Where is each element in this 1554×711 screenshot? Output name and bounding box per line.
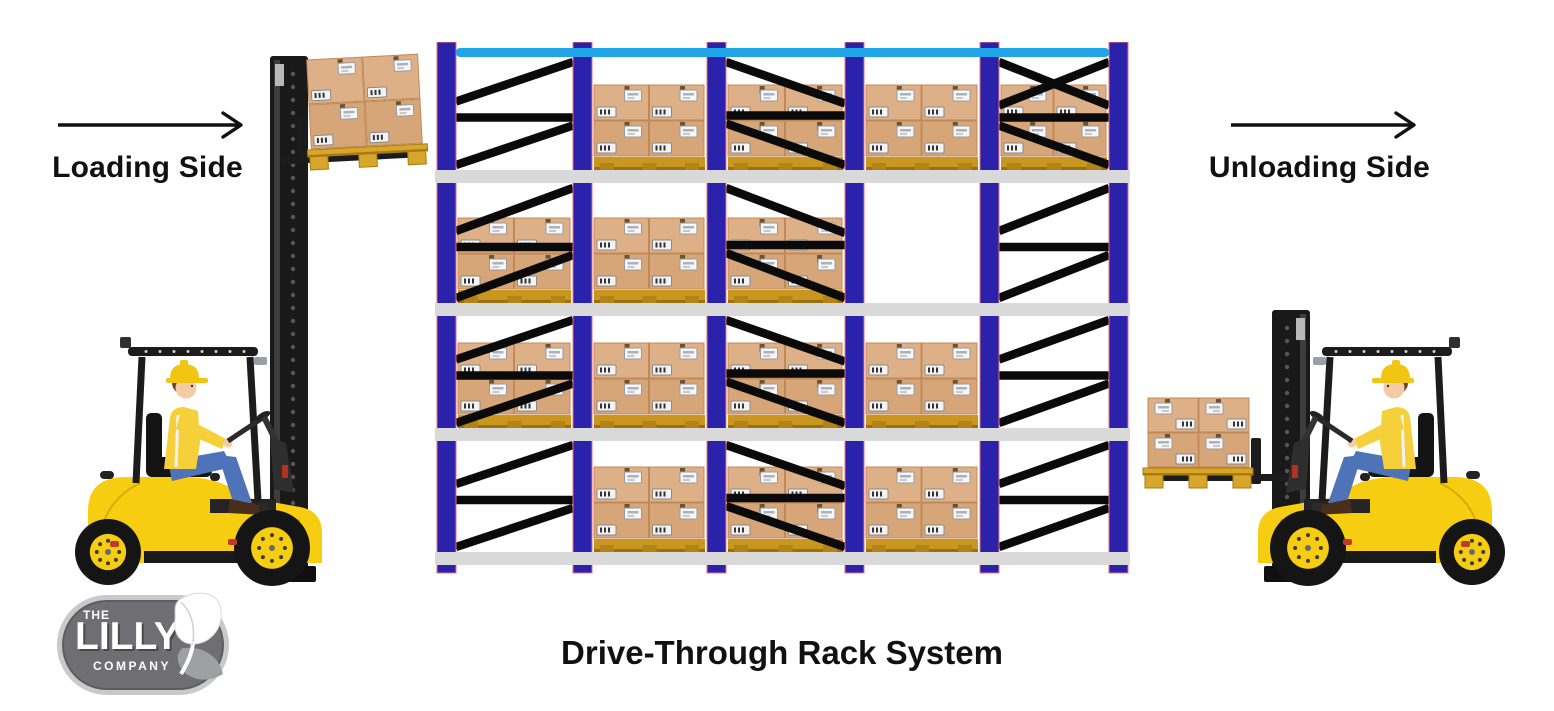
diagram-title: Drive-Through Rack System (561, 634, 1003, 671)
lilly-company-logo: THE LILLY COMPANY (57, 592, 229, 695)
calla-lily-icon (174, 592, 223, 680)
forklift-unloading (1125, 300, 1520, 590)
loading-side-label: Loading Side (52, 151, 243, 184)
arrow-right-icon (58, 111, 243, 139)
pallet-rack (435, 41, 1130, 578)
forklift-loading (60, 50, 455, 590)
logo-word-lilly: LILLY (75, 615, 180, 658)
logo-word-the: THE (83, 608, 110, 622)
unloading-side-label: Unloading Side (1208, 151, 1431, 184)
arrow-right-icon (1231, 111, 1416, 139)
logo-word-company: COMPANY (93, 659, 171, 673)
